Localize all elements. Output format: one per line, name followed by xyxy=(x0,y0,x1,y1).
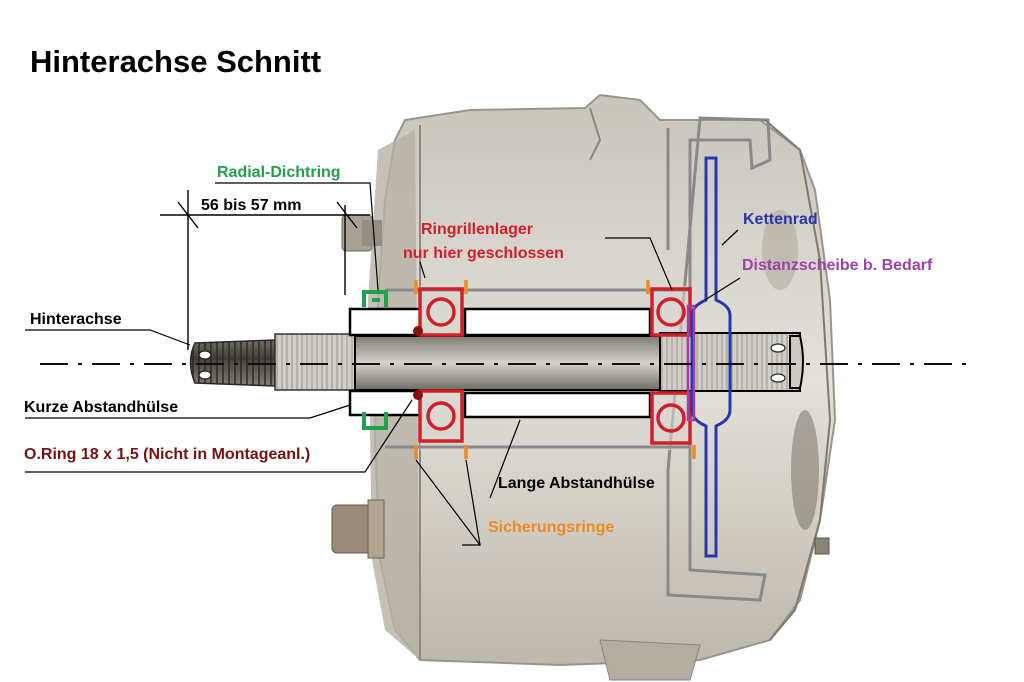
housing-bolt-top xyxy=(341,214,382,252)
rear-axle-shaft xyxy=(189,332,804,392)
label-sicherungsringe: Sicherungsringe xyxy=(488,519,614,536)
label-hinterachse: Hinterachse xyxy=(30,311,122,328)
label-distanzscheibe: Distanzscheibe b. Bedarf xyxy=(742,257,933,274)
long-spacer-sleeve xyxy=(463,307,652,419)
label-lange-abstandhuelse: Lange Abstandhülse xyxy=(498,475,655,492)
radial-shaft-seal xyxy=(362,290,388,430)
label-radial-dichtring: Radial-Dichtring xyxy=(217,164,341,181)
label-o-ring: O.Ring 18 x 1,5 (Nicht in Montageanl.) xyxy=(24,446,310,463)
o-rings xyxy=(413,326,423,400)
label-kurze-abstandhuelse: Kurze Abstandhülse xyxy=(24,399,178,416)
circlips xyxy=(414,280,696,459)
housing-bolt-bottom xyxy=(331,499,385,559)
label-kettenrad: Kettenrad xyxy=(743,211,818,228)
dimension-lines xyxy=(160,190,370,350)
page-title: Hinterachse Schnitt xyxy=(30,44,321,79)
left-bearing xyxy=(418,287,464,443)
label-ringrillenlager-note: nur hier geschlossen xyxy=(403,245,564,262)
leader-lines xyxy=(25,182,741,546)
label-dimension: 56 bis 57 mm xyxy=(201,197,302,214)
label-ringrillenlager: Ringrillenlager xyxy=(421,221,533,238)
